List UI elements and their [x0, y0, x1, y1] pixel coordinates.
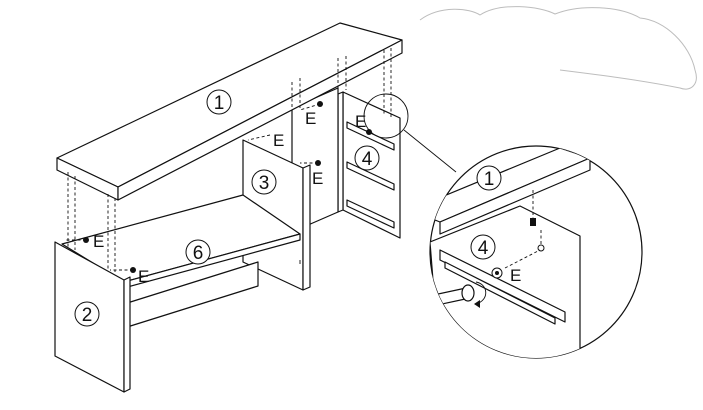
part-number-detail-panel: 4 — [478, 238, 489, 259]
callout-middle-divider: 3 — [251, 169, 277, 195]
callout-detail-top: 1 — [476, 165, 502, 191]
screw-icon — [366, 129, 372, 135]
callout-drawer-panel: 4 — [354, 145, 380, 171]
part-number-top: 1 — [214, 93, 225, 114]
callout-left-side: 2 — [74, 301, 100, 327]
fastener-label-e: E — [93, 232, 104, 251]
fastener-label-e: E — [305, 109, 316, 128]
callout-detail-panel: 4 — [470, 234, 496, 260]
fastener-label-e: E — [273, 131, 284, 150]
fastener-label-e: E — [510, 266, 521, 285]
part-number-left-side: 2 — [82, 305, 93, 326]
callout-top: 1 — [206, 89, 232, 115]
magnifier-connector — [363, 93, 457, 173]
fastener-label-e: E — [138, 267, 149, 286]
fastener-label-e: E — [355, 112, 366, 131]
part-number-shelf: 6 — [193, 243, 204, 264]
part-number-drawer-panel: 4 — [362, 149, 373, 170]
fastener-label-e: E — [312, 169, 323, 188]
cloud-sketch — [419, 6, 697, 90]
part-number-middle-divider: 3 — [259, 173, 270, 194]
alignment-guides — [64, 48, 392, 272]
detail-view: 1 4 E — [429, 145, 643, 359]
callout-shelf: 6 — [185, 239, 211, 265]
part-number-detail-top: 1 — [484, 169, 495, 190]
